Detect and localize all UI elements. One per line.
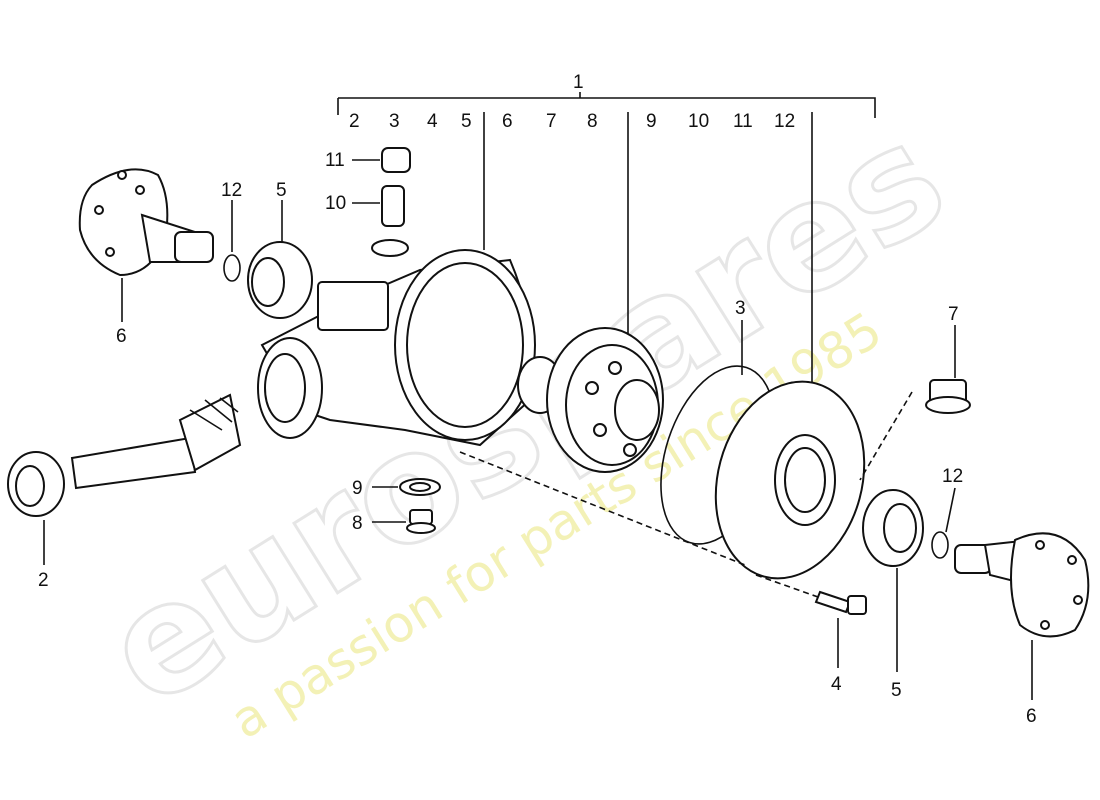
callout-right-flange: 6: [1026, 706, 1037, 727]
right-output-flange: [954, 532, 1090, 638]
callout-oring: 3: [735, 298, 746, 319]
callout-pinion: 2: [38, 570, 49, 591]
callout-range-9: 9: [646, 111, 657, 132]
callout-range-3: 3: [389, 111, 400, 132]
callout-right-ring: 12: [942, 466, 963, 487]
callout-drain-plug: 7: [948, 304, 959, 325]
callout-range-5: 5: [461, 111, 472, 132]
callout-range-12: 12: [774, 111, 795, 132]
leader-right-ring: [945, 487, 956, 533]
callout-plug: 8: [352, 513, 363, 534]
drive-pinion: [7, 393, 242, 517]
callout-washer: 9: [352, 478, 363, 499]
callout-range-2: 2: [349, 111, 360, 132]
cover-bolt: [814, 590, 867, 615]
callout-left-ring: 12: [221, 180, 242, 201]
callout-range-6: 6: [502, 111, 513, 132]
drain-plug: [925, 379, 971, 414]
callout-left-seal: 5: [276, 180, 287, 201]
oil-plug: [406, 509, 436, 534]
callout-stack-10: 10: [325, 193, 346, 214]
group-bracket: [337, 92, 876, 118]
differential-housing: [257, 239, 536, 447]
right-shaft-seal: [862, 489, 924, 567]
sealing-washer: [399, 478, 441, 496]
callout-stack-11: 11: [325, 150, 345, 171]
callout-left-flange: 6: [116, 326, 127, 347]
left-circlip: [223, 254, 241, 282]
bushing-sleeve: [381, 185, 405, 227]
right-circlip: [931, 531, 949, 559]
left-shaft-seal: [247, 241, 313, 319]
side-cover: [714, 380, 866, 580]
callout-right-seal: 5: [891, 680, 902, 701]
callout-range-4: 4: [427, 111, 438, 132]
bushing-cap: [381, 147, 411, 173]
left-output-flange: [78, 168, 214, 277]
callout-range-7: 7: [546, 111, 557, 132]
callout-bolt: 4: [831, 674, 842, 695]
callout-labels: 1 2 3 4 5 6 7 8 9 10 11 12 11 10 6 12 5 …: [38, 72, 1037, 727]
callout-range-8: 8: [587, 111, 598, 132]
callout-range-10: 10: [688, 111, 709, 132]
callout-range-11: 11: [733, 111, 753, 132]
crown-wheel-differential: [517, 327, 664, 473]
callout-1: 1: [573, 72, 584, 93]
